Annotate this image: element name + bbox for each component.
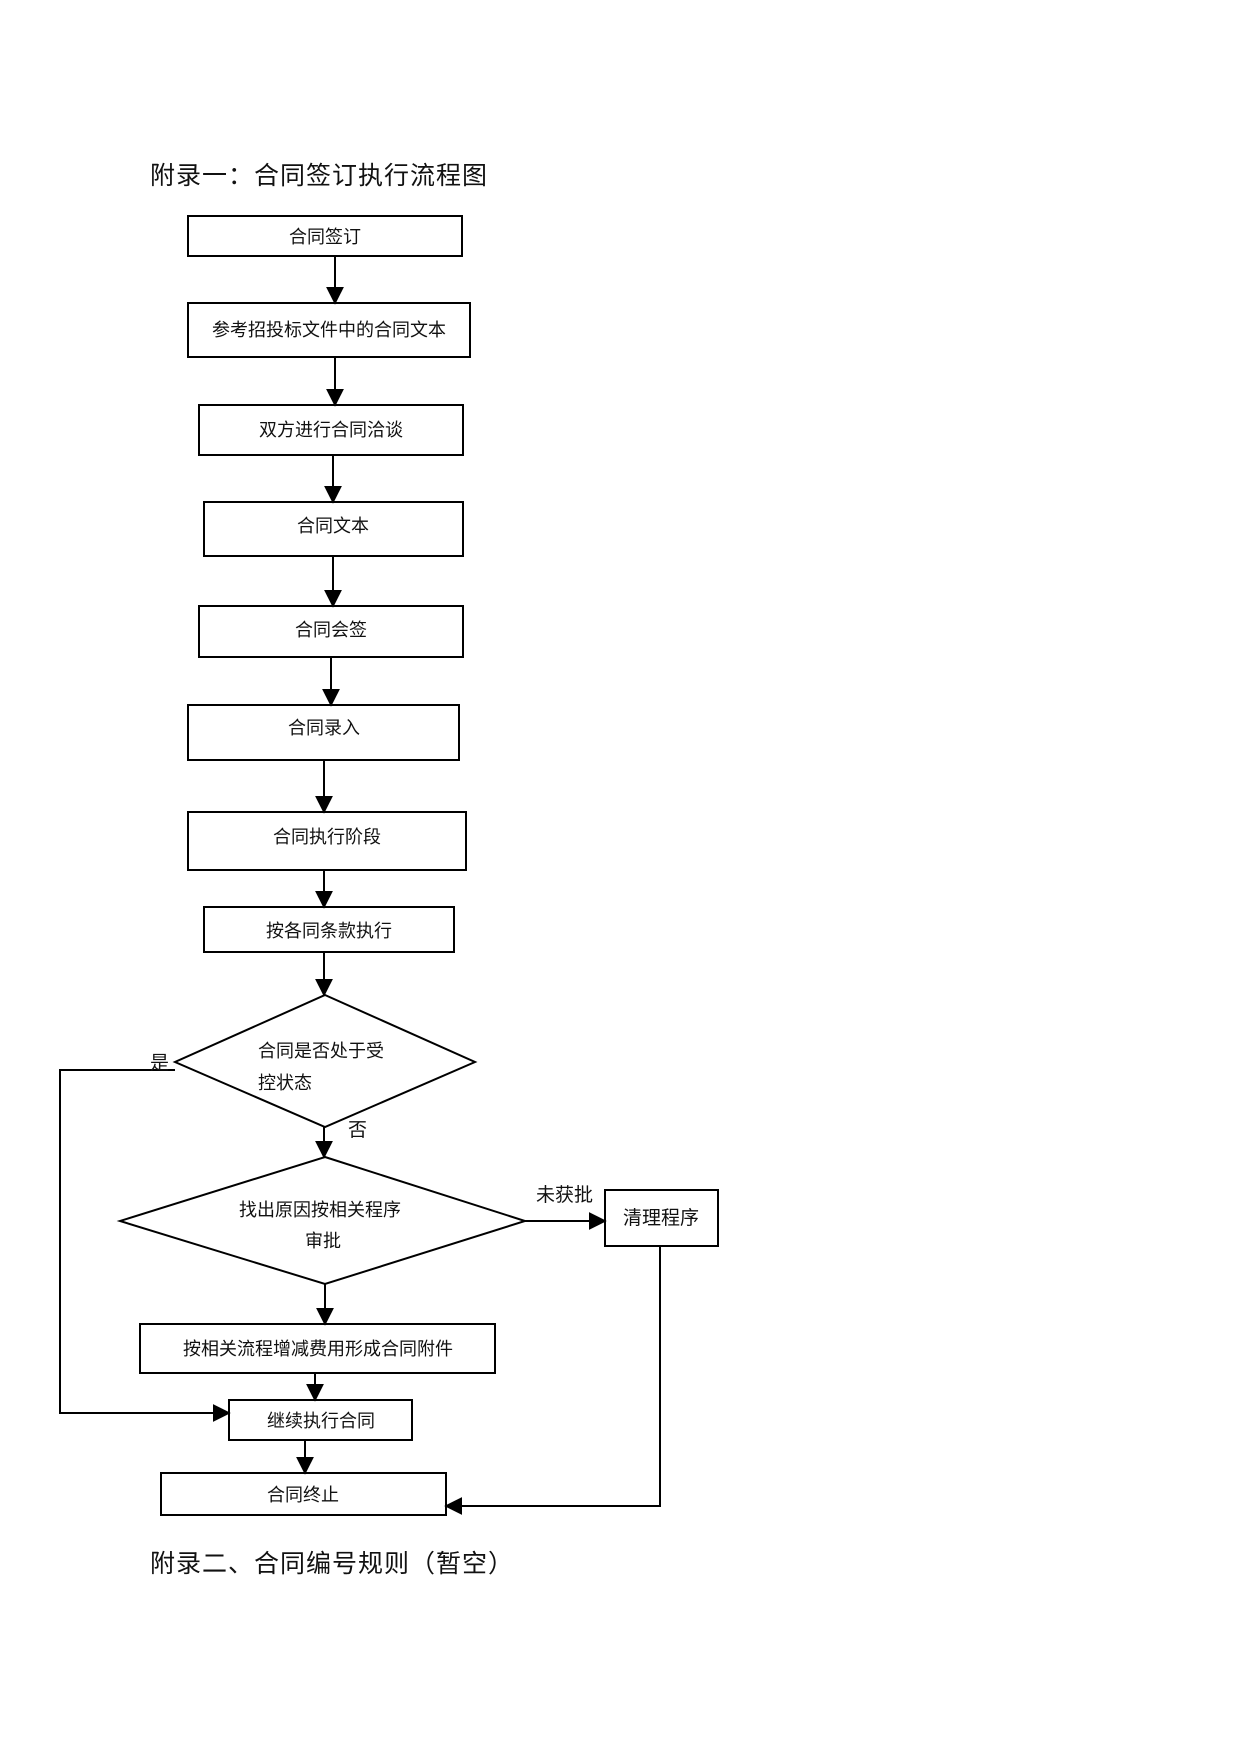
- node-sign: 合同签订: [187, 215, 463, 257]
- node-terminate: 合同终止: [160, 1472, 447, 1516]
- node-text-label: 合同文本: [297, 516, 369, 537]
- decision-find-cause-line1: 找出原因按相关程序: [239, 1200, 401, 1221]
- appendix-two-heading: 附录二、合同编号规则（暂空）: [150, 1549, 515, 1578]
- node-continue: 继续执行合同: [228, 1399, 413, 1441]
- node-sign-label: 合同签订: [289, 227, 361, 248]
- node-attachment: 按相关流程增减费用形成合同附件: [139, 1323, 496, 1374]
- decision-controlled: 合同是否处于受 控状态: [172, 993, 478, 1129]
- node-reference-label: 参考招投标文件中的合同文本: [212, 320, 446, 341]
- arrow-cleanup-to-terminate: [444, 1246, 661, 1515]
- node-execution: 合同执行阶段: [187, 811, 467, 871]
- node-entry-label: 合同录入: [288, 718, 360, 739]
- node-negotiate: 双方进行合同洽谈: [198, 404, 464, 456]
- label-not-approved: 未获批: [536, 1184, 593, 1206]
- node-entry: 合同录入: [187, 704, 460, 761]
- node-countersign-label: 合同会签: [295, 620, 367, 641]
- arrow-decision-yes: [59, 1069, 231, 1422]
- node-terminate-label: 合同终止: [267, 1485, 339, 1506]
- node-by-terms: 按各同条款执行: [203, 906, 455, 953]
- page-title: 附录一：合同签订执行流程图: [150, 161, 489, 190]
- node-reference: 参考招投标文件中的合同文本: [187, 302, 471, 358]
- node-text: 合同文本: [203, 501, 464, 557]
- node-by-terms-label: 按各同条款执行: [266, 921, 392, 942]
- decision-controlled-line1: 合同是否处于受: [258, 1041, 384, 1062]
- decision-controlled-line2: 控状态: [258, 1073, 312, 1094]
- label-yes: 是: [150, 1052, 169, 1074]
- label-no: 否: [348, 1119, 367, 1141]
- node-execution-label: 合同执行阶段: [273, 827, 381, 848]
- node-attachment-label: 按相关流程增减费用形成合同附件: [183, 1339, 453, 1360]
- decision-find-cause: 找出原因按相关程序 审批: [116, 1155, 529, 1286]
- node-cleanup-label: 清理程序: [623, 1207, 699, 1229]
- node-cleanup: 清理程序: [604, 1189, 719, 1247]
- node-negotiate-label: 双方进行合同洽谈: [259, 420, 403, 441]
- node-countersign: 合同会签: [198, 605, 464, 658]
- node-continue-label: 继续执行合同: [267, 1411, 375, 1432]
- decision-find-cause-line2: 审批: [305, 1231, 341, 1252]
